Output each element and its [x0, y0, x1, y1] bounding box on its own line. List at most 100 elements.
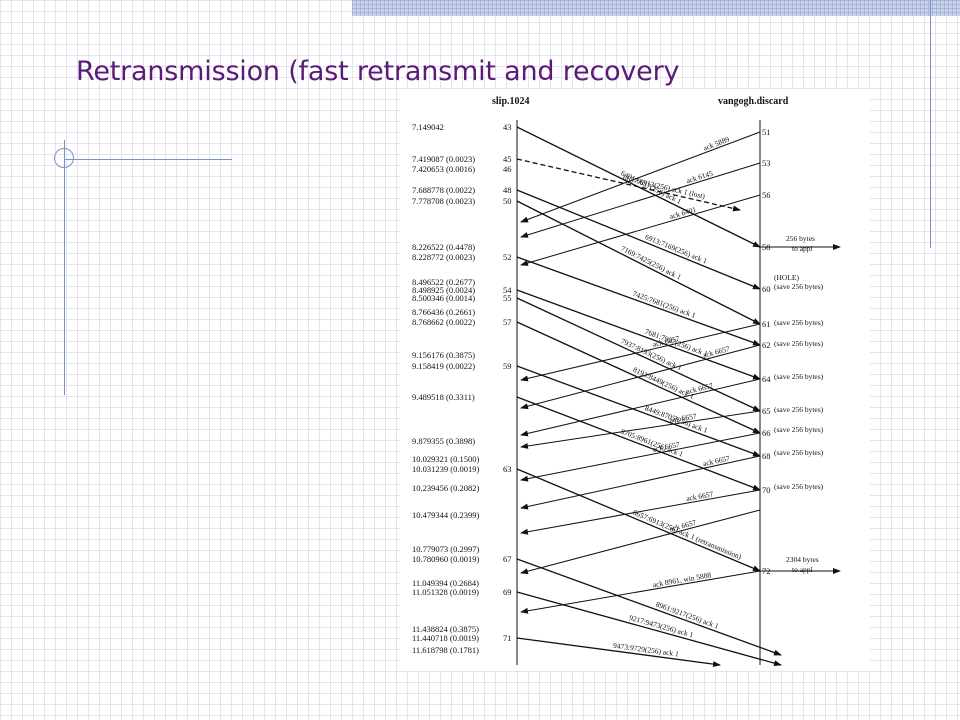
left-event-id: 54 [503, 285, 512, 295]
data-segment-label: 7425:7681(256) ack 1 [632, 289, 698, 320]
left-event-id: 57 [503, 317, 512, 327]
ack-arrow [520, 194, 761, 266]
right-event-note: 2304 bytes [786, 555, 819, 564]
data-segment-arrow [516, 200, 761, 325]
left-event-id: 55 [503, 293, 512, 303]
right-event-id: 64 [762, 374, 771, 384]
data-segment-arrow [516, 289, 761, 380]
ack-label: ack 6657 [702, 344, 731, 360]
left-event-time: 11.440718 (0.0019) [412, 633, 479, 643]
left-event-time: 7.778708 (0.0023) [412, 196, 475, 206]
left-event-time: 11.438824 (0.3875) [412, 624, 479, 634]
right-event-id: 70 [762, 485, 771, 495]
right-event-note: 256 bytes [786, 234, 815, 243]
right-event-note: to appl [792, 244, 813, 253]
ack-label: ack 8961, win 5888 [652, 570, 712, 589]
left-event-id: 63 [503, 464, 512, 474]
ack-arrow [520, 323, 761, 382]
decor-vertical-line-left [64, 140, 65, 395]
right-event-note: (save 256 bytes) [774, 372, 824, 381]
left-event-time: 8.768662 (0.0022) [412, 317, 475, 327]
ack-arrow [520, 378, 761, 437]
left-event-id: 43 [503, 122, 512, 132]
data-segment-label: 6657:6913(256) ack 1 (retransmission) [632, 508, 744, 562]
left-event-time: 11.049394 (0.2684) [412, 578, 479, 588]
data-segment-arrow [516, 591, 782, 667]
ack-arrow [520, 455, 761, 510]
right-event-note: (save 256 bytes) [774, 425, 824, 434]
left-event-time: 8.226522 (0.4478) [412, 242, 475, 252]
data-segment-label: 9473:9729(256) ack 1 [613, 641, 680, 659]
left-event-time: 9.156176 (0.3875) [412, 350, 475, 360]
left-event-time: 11.618798 (0.1781) [412, 645, 479, 655]
ack-arrow [520, 489, 761, 535]
right-event-id: 51 [762, 127, 771, 137]
data-segment-arrow [516, 297, 761, 412]
data-segment-arrow [516, 558, 782, 656]
right-event-note: to appl [792, 565, 813, 574]
left-event-time: 10.029321 (0.1500) [412, 454, 479, 464]
host-left-label: slip.1024 [492, 96, 530, 107]
left-event-time: 9.879355 (0.3898) [412, 436, 475, 446]
ack-arrow [520, 131, 761, 223]
left-event-time: 9.489518 (0.3311) [412, 392, 475, 402]
top-decor-band [352, 0, 960, 16]
left-event-id: 48 [503, 185, 512, 195]
data-segment-arrow [516, 468, 761, 572]
decor-vertical-line-right [930, 0, 931, 248]
left-event-id: 45 [503, 154, 512, 164]
right-event-id: 68 [762, 451, 771, 461]
tcp-timeline-diagram: slip.1024 vangogh.discard 7.149042 43 7.41… [400, 90, 870, 670]
left-event-id: 52 [503, 252, 512, 262]
left-event-time: 10.031239 (0.0019) [412, 464, 479, 474]
left-event-id: 67 [503, 554, 512, 564]
host-right-label: vangogh.discard [718, 96, 789, 107]
right-event-id: 60 [762, 284, 771, 294]
left-event-id: 50 [503, 196, 512, 206]
ack-label: ack 6657 [669, 412, 698, 425]
right-event-note: (save 256 bytes) [774, 448, 824, 457]
ack-arrow [520, 162, 761, 238]
slide-title: Retransmission (fast retransmit and reco… [76, 56, 680, 87]
left-event-time: 10.780960 (0.0019) [412, 554, 479, 564]
ack-arrow [520, 344, 761, 410]
left-event-time: 7.149042 [412, 122, 444, 132]
ack-label: ack 6657 [685, 381, 714, 396]
left-event-id: 59 [503, 361, 512, 371]
left-event-id: 71 [503, 633, 512, 643]
data-segment-arrow [516, 189, 761, 290]
left-event-time: 7.420653 (0.0016) [412, 164, 475, 174]
left-event-id: 69 [503, 587, 512, 597]
right-event-note: (save 256 bytes) [774, 482, 824, 491]
ack-arrow [520, 432, 761, 482]
decor-circle [54, 148, 74, 168]
right-event-note: (save 256 bytes) [774, 339, 824, 348]
ack-arrow [520, 570, 761, 614]
right-event-id: 53 [762, 158, 771, 168]
left-event-time: 7.688778 (0.0022) [412, 185, 475, 195]
right-event-id: 61 [762, 319, 771, 329]
left-event-time: 8.766436 (0.2661) [412, 307, 475, 317]
data-segment-arrow [516, 637, 721, 668]
left-event-id: 46 [503, 164, 512, 174]
left-event-time: 8.498925 (0.0024) [412, 285, 475, 295]
left-event-time: 10.239456 (0.2082) [412, 483, 479, 493]
decor-horizontal-line [64, 159, 232, 160]
left-event-time: 7.419087 (0.0023) [412, 154, 475, 164]
right-event-note: (save 256 bytes) [774, 405, 824, 414]
right-event-id: 62 [762, 340, 771, 350]
right-event-id: 65 [762, 406, 771, 416]
ack-label: ack 5889 [702, 135, 731, 153]
left-event-time: 11.051328 (0.0019) [412, 587, 479, 597]
ack-label: ack 6401 [668, 205, 697, 221]
left-event-time: 9.158419 (0.0022) [412, 361, 475, 371]
right-event-id: 56 [762, 190, 771, 200]
data-segment-arrow [516, 158, 741, 212]
ack-arrow [520, 509, 761, 575]
left-event-time: 8.496522 (0.2677) [412, 277, 475, 287]
right-event-note: (save 256 bytes) [774, 282, 824, 291]
data-segment-arrow [516, 256, 761, 346]
ack-arrow [520, 410, 761, 449]
right-event-id: 66 [762, 428, 771, 438]
left-event-time: 10.779073 (0.2997) [412, 544, 479, 554]
